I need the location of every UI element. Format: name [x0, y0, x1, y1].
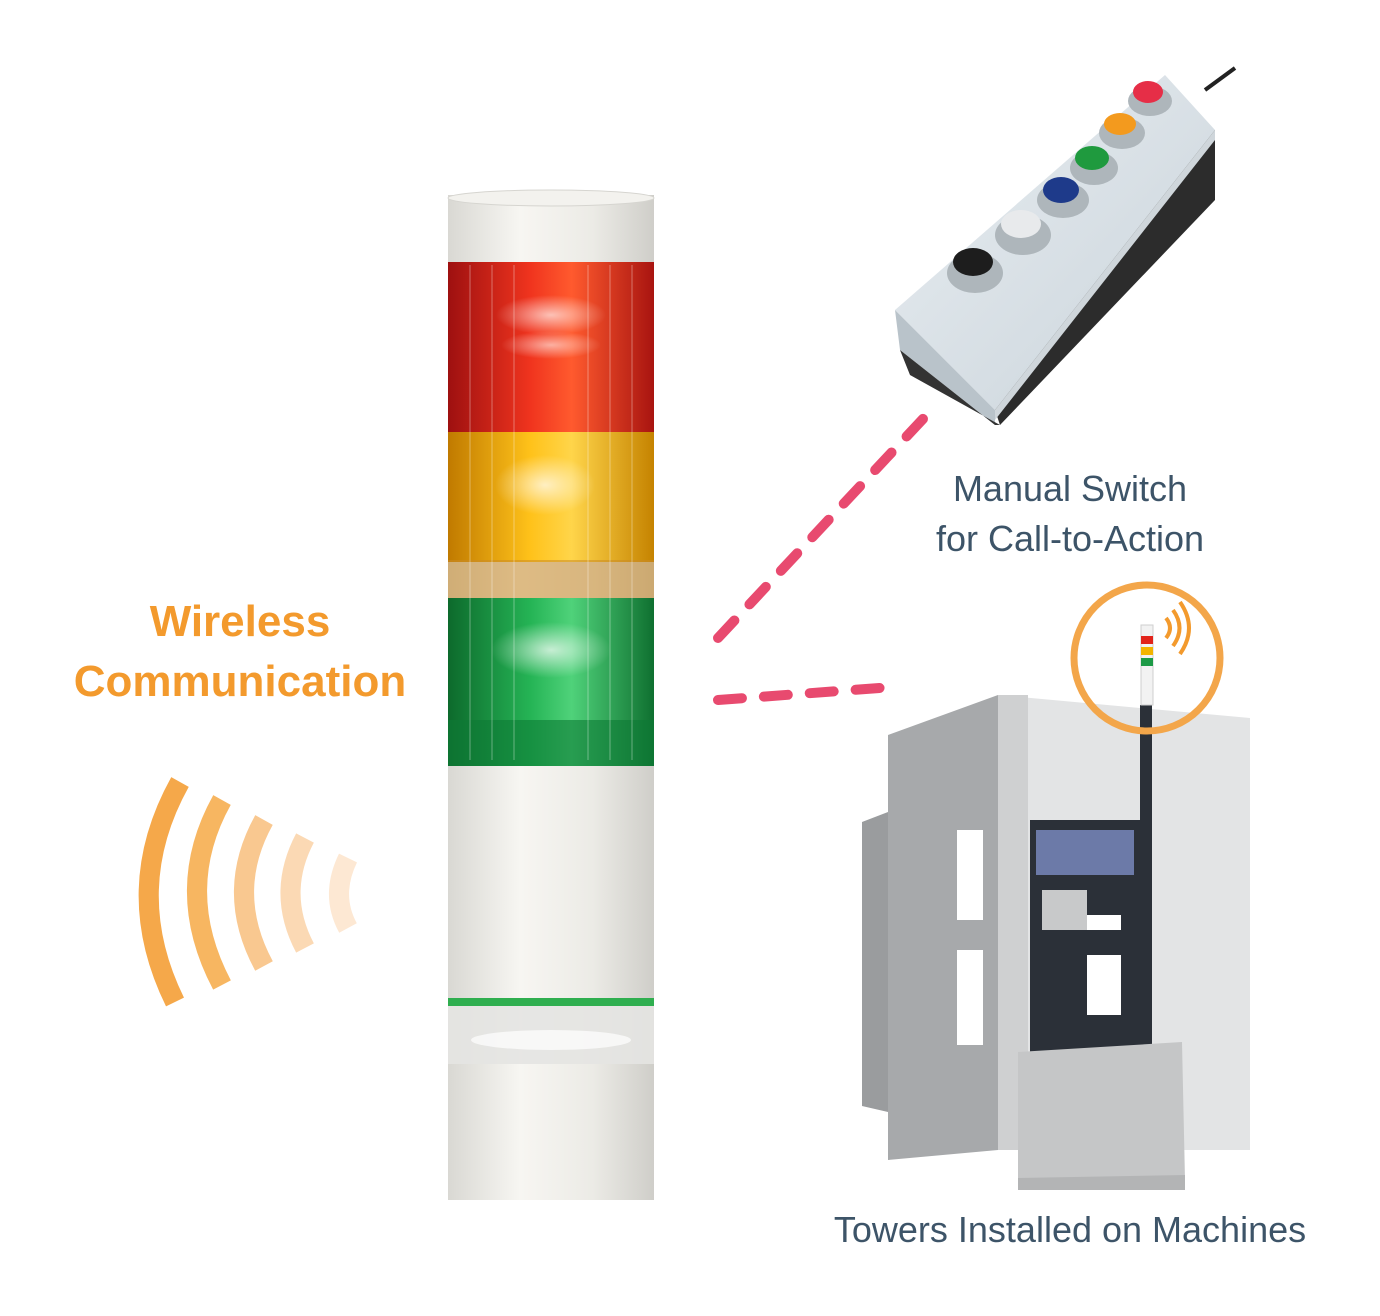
wireless-wave-icon	[138, 777, 358, 1007]
wireless-label-line2: Communication	[73, 657, 407, 706]
signal-tower	[447, 189, 655, 1200]
wireless-label-line1: Wireless	[149, 597, 331, 646]
signal-icon	[1164, 600, 1191, 656]
wireless-communication-label: Wireless Communication	[40, 592, 440, 712]
manual-switch-label: Manual Switch for Call-to-Action	[900, 464, 1240, 564]
link-to-switch	[713, 400, 941, 643]
switch-buttons	[947, 81, 1172, 293]
machine-illustration	[862, 624, 1250, 1190]
switch-label-line1: Manual Switch	[952, 468, 1188, 509]
link-lines	[713, 400, 941, 705]
machines-label: Towers Installed on Machines	[833, 1209, 1307, 1250]
machine-screen	[1036, 830, 1134, 875]
link-to-machine	[713, 682, 898, 705]
manual-switch-box	[895, 66, 1237, 425]
switch-label-line2: for Call-to-Action	[935, 518, 1205, 559]
highlight-circle	[1070, 581, 1224, 735]
